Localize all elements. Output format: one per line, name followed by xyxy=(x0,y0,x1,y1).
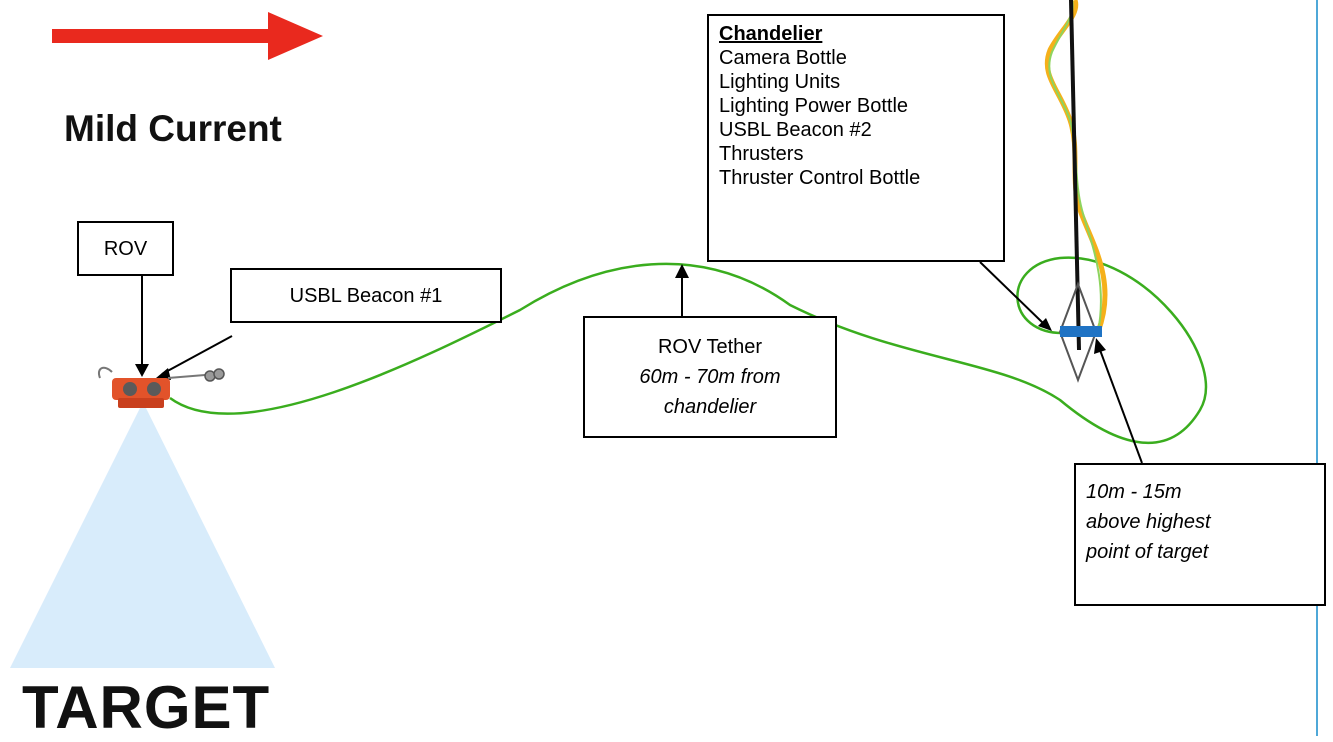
chandelier-title: Chandelier xyxy=(719,22,995,46)
chandelier-item: USBL Beacon #2 xyxy=(719,118,995,142)
rov-tether-distance: 60m - 70m from xyxy=(639,362,780,392)
chandelier-box: Chandelier Camera Bottle Lighting Units … xyxy=(707,14,1005,262)
depth-description: above highest xyxy=(1086,507,1314,537)
rov-tether-reference: chandelier xyxy=(664,392,756,422)
depth-box: 10m - 15m above highest point of target xyxy=(1074,463,1326,606)
depth-pointer-head xyxy=(1094,338,1106,354)
rov-label-box: ROV xyxy=(77,221,174,276)
rov-pointer-head xyxy=(135,364,149,377)
usbl-beacon-1-box: USBL Beacon #1 xyxy=(230,268,502,323)
depth-range: 10m - 15m xyxy=(1086,477,1314,507)
chandelier-bar xyxy=(1060,326,1102,337)
rov-label: ROV xyxy=(104,237,147,261)
chandelier-pointer-line xyxy=(980,262,1044,324)
chandelier-item: Thruster Control Bottle xyxy=(719,166,995,190)
usbl1-pointer-line xyxy=(162,336,232,374)
depth-pointer-line xyxy=(1100,350,1142,463)
rov-tether-box: ROV Tether 60m - 70m from chandelier xyxy=(583,316,837,438)
depth-reference: point of target xyxy=(1086,537,1314,567)
chandelier-item: Lighting Power Bottle xyxy=(719,94,995,118)
chandelier-items-list: Camera Bottle Lighting Units Lighting Po… xyxy=(719,46,995,190)
chandelier-item: Lighting Units xyxy=(719,70,995,94)
usbl-beacon-1-label: USBL Beacon #1 xyxy=(290,284,443,308)
chandelier-item: Thrusters xyxy=(719,142,995,166)
current-label: Mild Current xyxy=(64,108,282,150)
chandelier-item: Camera Bottle xyxy=(719,46,995,70)
target-view-cone xyxy=(10,402,275,668)
target-label: TARGET xyxy=(22,673,270,742)
current-arrow xyxy=(52,12,323,60)
rov-tether-label: ROV Tether xyxy=(658,332,762,362)
